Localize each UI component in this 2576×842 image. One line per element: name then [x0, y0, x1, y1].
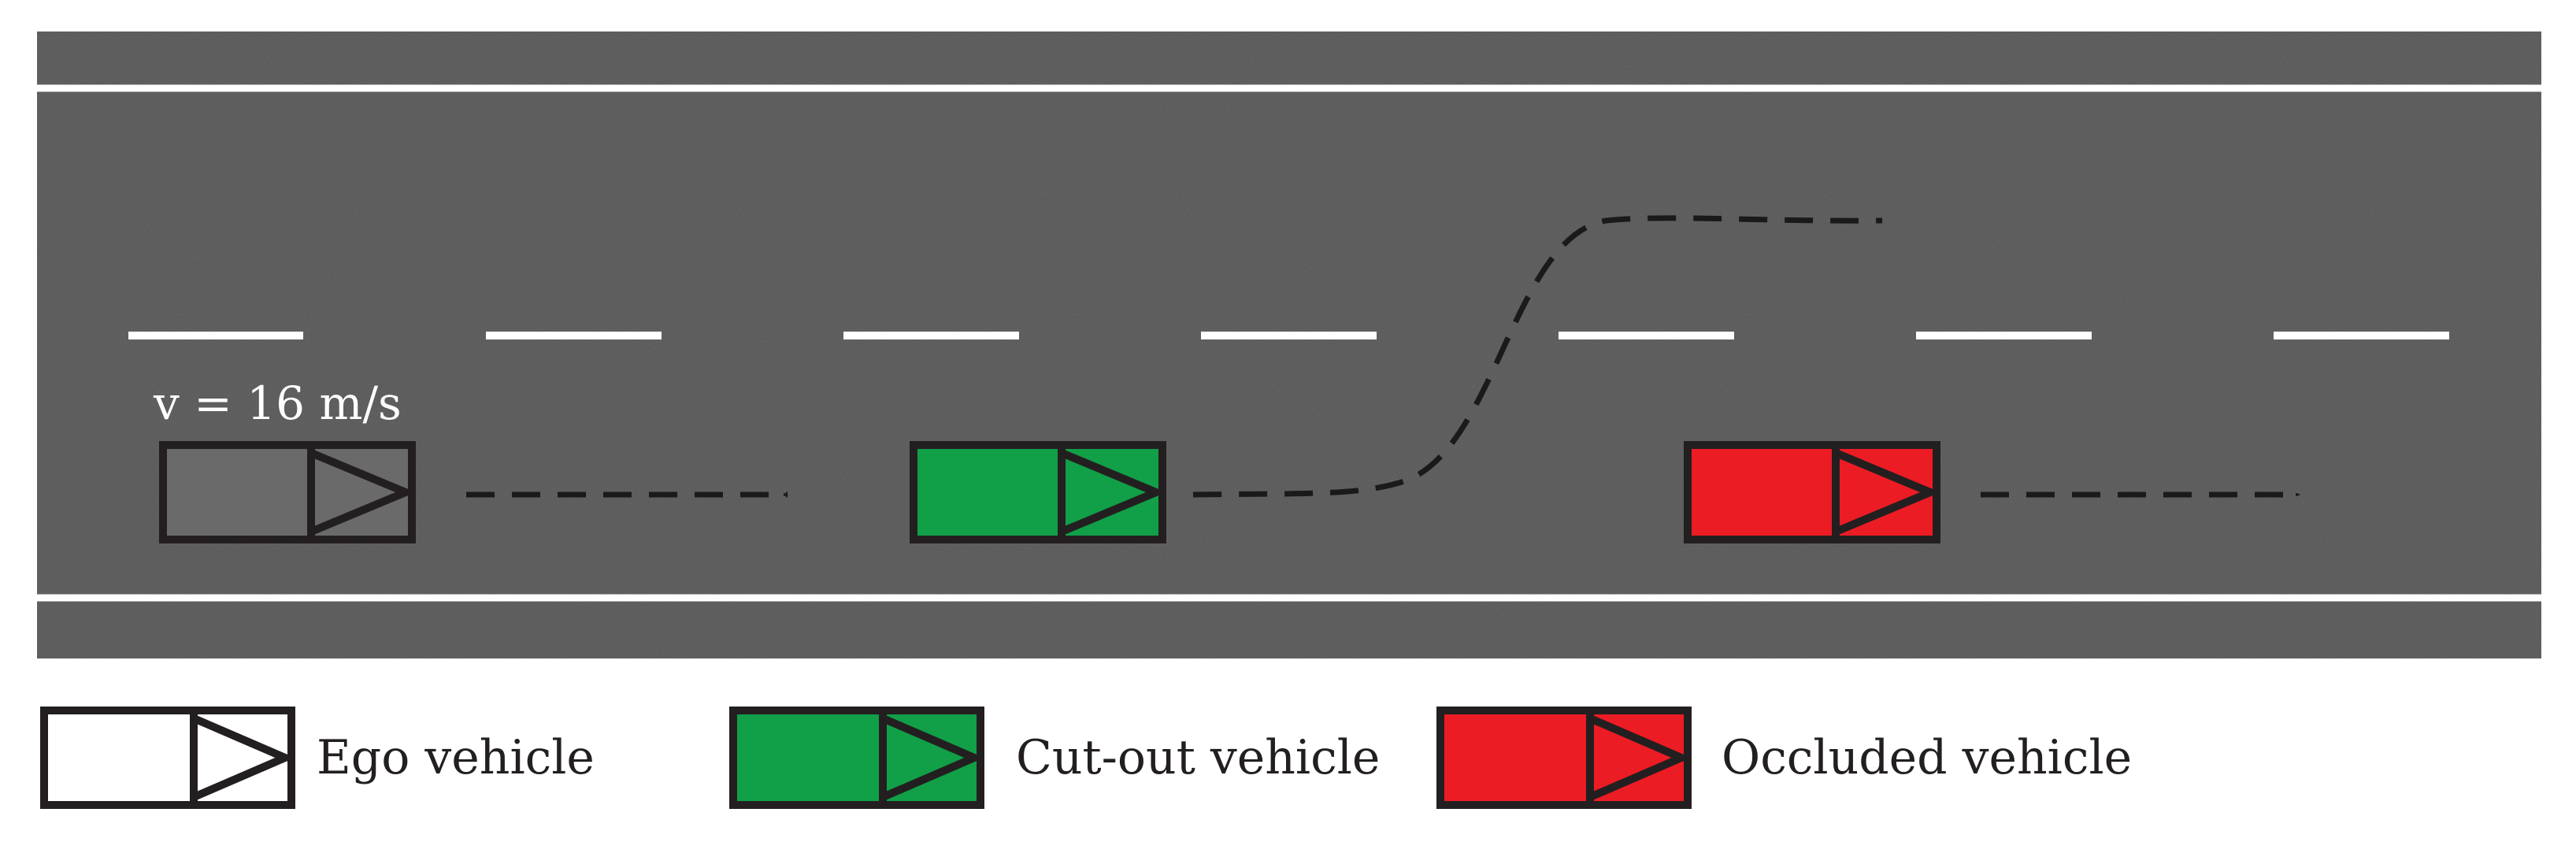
- ego-speed-label: v = 16 m/s: [153, 376, 402, 430]
- ego-vehicle: [159, 441, 416, 543]
- occluded-vehicle: [1684, 441, 1940, 543]
- cut-out-trajectory-arrow: [1192, 215, 1884, 498]
- legend-item-occluded: Occluded vehicle: [1436, 707, 2132, 809]
- legend-label-cut-out: Cut-out vehicle: [1016, 730, 1380, 785]
- road-texture: [37, 32, 2541, 658]
- road: [37, 32, 2541, 658]
- legend-item-ego: Ego vehicle: [40, 707, 595, 809]
- legend-label-occluded: Occluded vehicle: [1722, 730, 2132, 785]
- legend: Ego vehicle Cut-out vehicle Occluded veh…: [40, 707, 2132, 809]
- cut-out-vehicle: [910, 441, 1166, 543]
- legend-label-ego: Ego vehicle: [317, 730, 595, 785]
- legend-item-cut-out: Cut-out vehicle: [729, 707, 1380, 809]
